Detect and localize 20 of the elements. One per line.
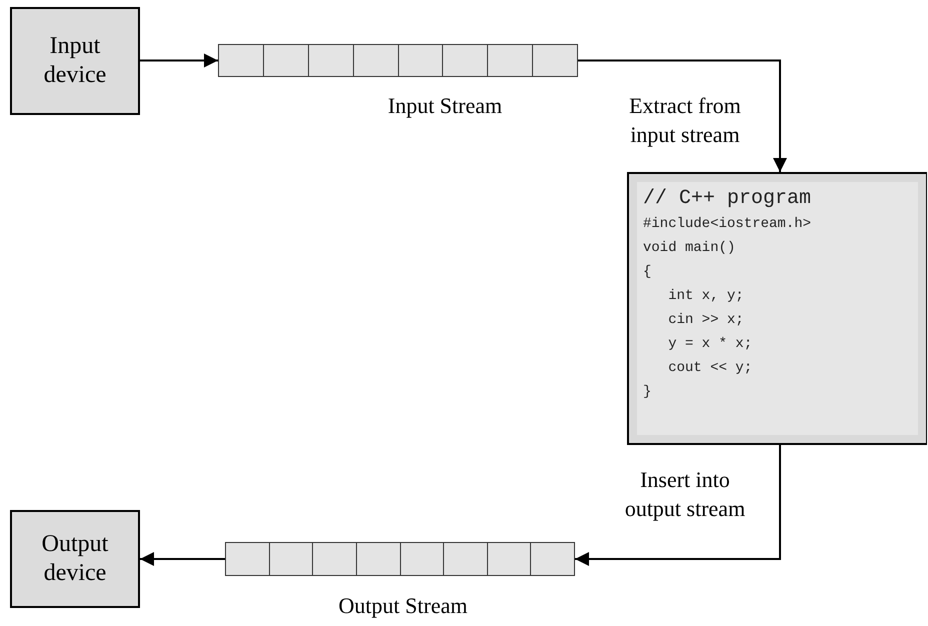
stream-buffer xyxy=(218,44,578,77)
code-line: int x, y; xyxy=(667,287,744,306)
code-line: y = x * x; xyxy=(667,335,752,354)
stream-buffer xyxy=(225,542,575,576)
code-line: cin >> x; xyxy=(667,311,744,330)
code-line: #include<iostream.h> xyxy=(643,215,812,234)
arrow xyxy=(578,60,787,172)
code-comment: // C++ program xyxy=(643,186,812,212)
stream-label: Input Stream xyxy=(388,92,502,120)
arrow xyxy=(575,445,781,566)
code-line: cout << y; xyxy=(667,359,752,378)
code-panel xyxy=(627,172,927,445)
stream-label: Output Stream xyxy=(338,592,468,620)
arrow xyxy=(140,552,225,566)
device-box: Output device xyxy=(10,510,140,608)
code-line: { xyxy=(643,263,652,282)
code-line: void main() xyxy=(643,239,736,258)
code-line: } xyxy=(643,383,652,402)
device-box: Input device xyxy=(10,7,140,115)
arrow xyxy=(140,54,218,68)
